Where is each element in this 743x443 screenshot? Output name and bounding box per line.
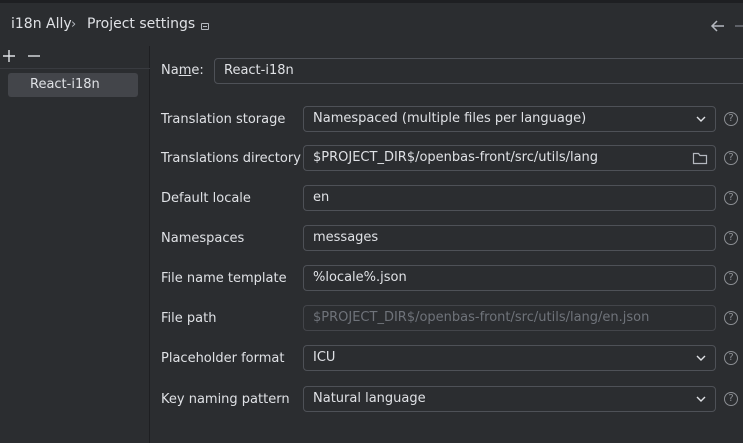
help-icon[interactable]: ? [724, 271, 738, 285]
help-icon[interactable]: ? [724, 231, 738, 245]
namespaces-field[interactable]: messages [303, 225, 716, 251]
project-list-panel: React-i18n [0, 46, 150, 443]
default-locale-field[interactable]: en [303, 185, 716, 211]
page-title: Project settings [87, 16, 196, 32]
name-label: Name: [161, 63, 204, 78]
namespaces-label: Namespaces [161, 231, 245, 246]
name-field[interactable]: React-i18n [214, 58, 743, 84]
help-icon[interactable]: ? [724, 112, 738, 126]
translations-directory-label: Translations directory [161, 151, 301, 166]
translation-storage-label: Translation storage [161, 112, 286, 127]
project-list-item[interactable]: React-i18n [8, 73, 138, 97]
top-bar: i18n Ally › Project settings [0, 0, 743, 46]
file-name-template-field[interactable]: %locale%.json [303, 265, 716, 291]
help-icon[interactable]: ? [724, 191, 738, 205]
help-icon[interactable]: ? [724, 392, 738, 406]
key-naming-pattern-select[interactable]: Natural language [303, 386, 716, 412]
breadcrumb-separator: › [71, 17, 77, 32]
folder-icon[interactable] [692, 151, 708, 165]
key-naming-pattern-label: Key naming pattern [161, 392, 290, 407]
window-icon[interactable] [201, 23, 209, 30]
forward-arrow-icon[interactable] [735, 19, 743, 33]
help-icon[interactable]: ? [724, 151, 738, 165]
settings-form: Name: React-i18n Translation storage Nam… [151, 46, 743, 443]
default-locale-label: Default locale [161, 191, 251, 206]
breadcrumb-root[interactable]: i18n Ally [11, 16, 72, 32]
file-path-field: $PROJECT_DIR$/openbas-front/src/utils/la… [303, 305, 716, 331]
help-icon[interactable]: ? [724, 351, 738, 365]
chevron-down-icon [696, 116, 706, 122]
add-icon[interactable] [2, 49, 16, 63]
project-list-item-label: React-i18n [30, 77, 100, 92]
chevron-down-icon [696, 355, 706, 361]
file-name-template-label: File name template [161, 271, 287, 286]
placeholder-format-select[interactable]: ICU [303, 345, 716, 371]
list-toolbar [0, 46, 150, 69]
help-icon[interactable]: ? [724, 311, 738, 325]
translations-directory-field[interactable]: $PROJECT_DIR$/openbas-front/src/utils/la… [303, 145, 716, 171]
file-path-label: File path [161, 311, 217, 326]
back-arrow-icon[interactable] [710, 19, 726, 33]
chevron-down-icon [696, 396, 706, 402]
remove-icon[interactable] [27, 49, 41, 63]
placeholder-format-label: Placeholder format [161, 351, 285, 366]
translation-storage-select[interactable]: Namespaced (multiple files per language) [303, 106, 716, 132]
